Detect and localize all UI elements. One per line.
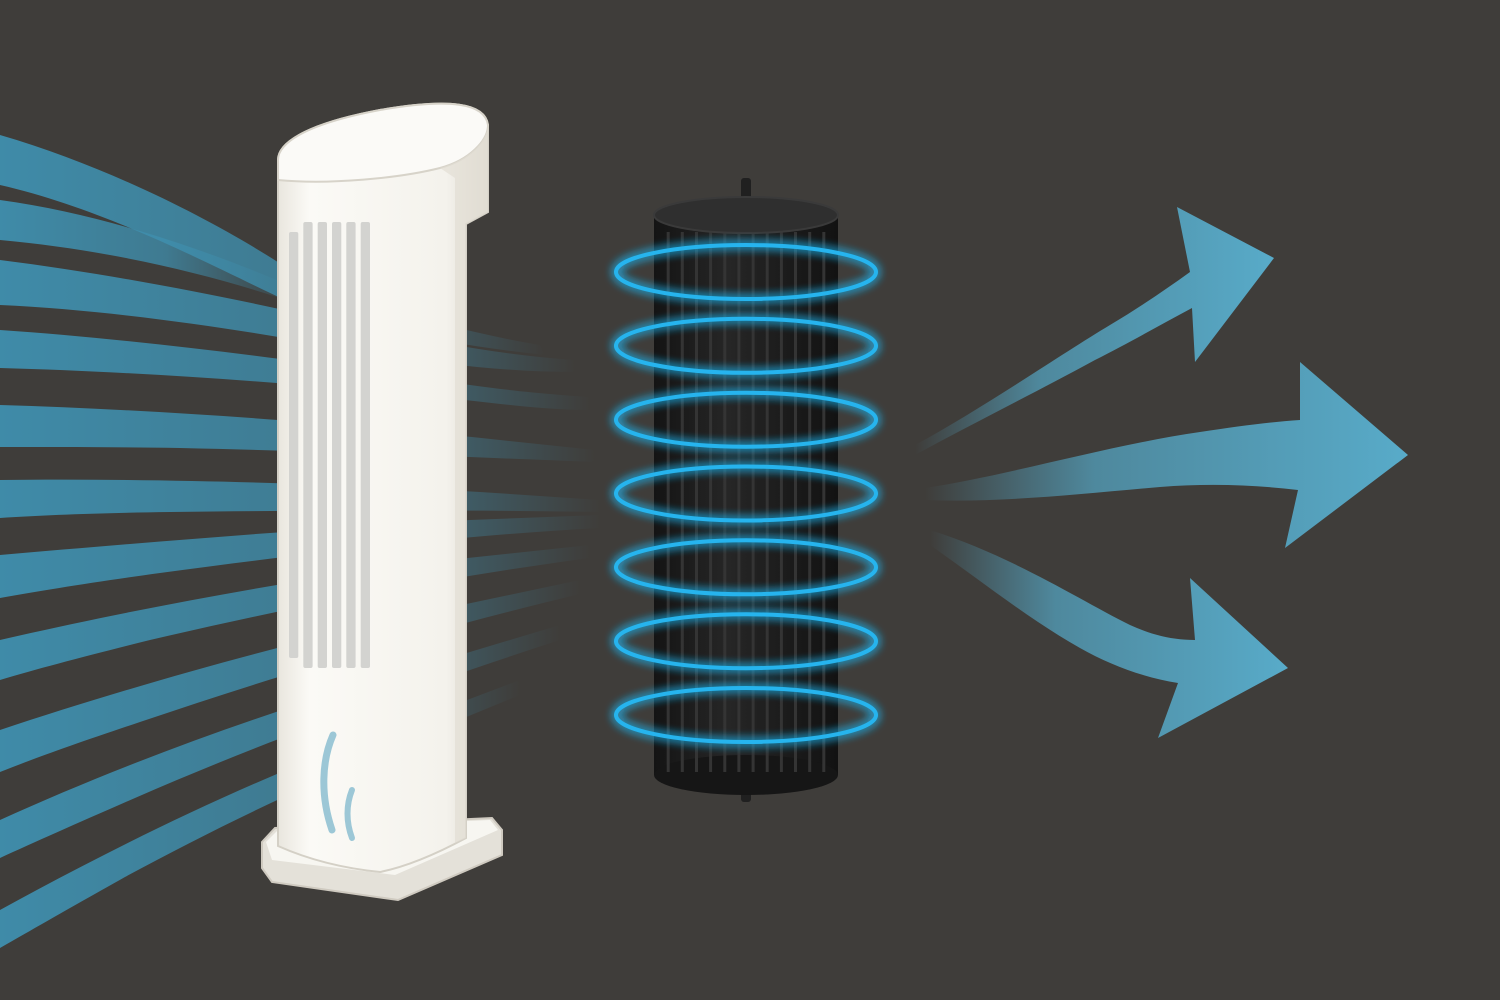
airflow-stream-in — [0, 135, 545, 355]
filter-bottom-cap — [654, 755, 838, 795]
tower-side-shade — [440, 125, 488, 843]
glow-ring — [614, 612, 878, 671]
water-mark-icon — [344, 787, 355, 841]
filter-top-cap — [653, 196, 839, 234]
glow-ring — [614, 538, 878, 597]
grille-slot — [289, 232, 299, 658]
airflow-stream-in — [0, 200, 300, 305]
glow-ring — [614, 316, 878, 375]
filter-body — [654, 215, 838, 775]
filter-cartridge — [614, 178, 878, 802]
grille-slot — [332, 222, 342, 668]
arrow-right-icon — [915, 207, 1274, 455]
glow-ring — [614, 390, 878, 449]
arrow-right-icon — [925, 362, 1408, 548]
grille-slot — [303, 222, 313, 668]
grille-slot — [346, 222, 356, 668]
glow-ring — [614, 243, 878, 301]
outgoing-airflow-arrows — [915, 207, 1408, 738]
tower-top-cap — [277, 102, 490, 183]
grille-slot — [317, 222, 327, 668]
water-mark-icon — [320, 731, 337, 834]
arrow-right-icon — [930, 530, 1288, 738]
glow-ring — [614, 464, 878, 523]
tower-grille — [289, 222, 370, 668]
tower-cooler — [261, 102, 503, 902]
glow-rings — [614, 243, 878, 744]
filter-ribs — [666, 232, 826, 772]
grille-slot — [360, 222, 370, 668]
glow-ring — [614, 686, 878, 744]
